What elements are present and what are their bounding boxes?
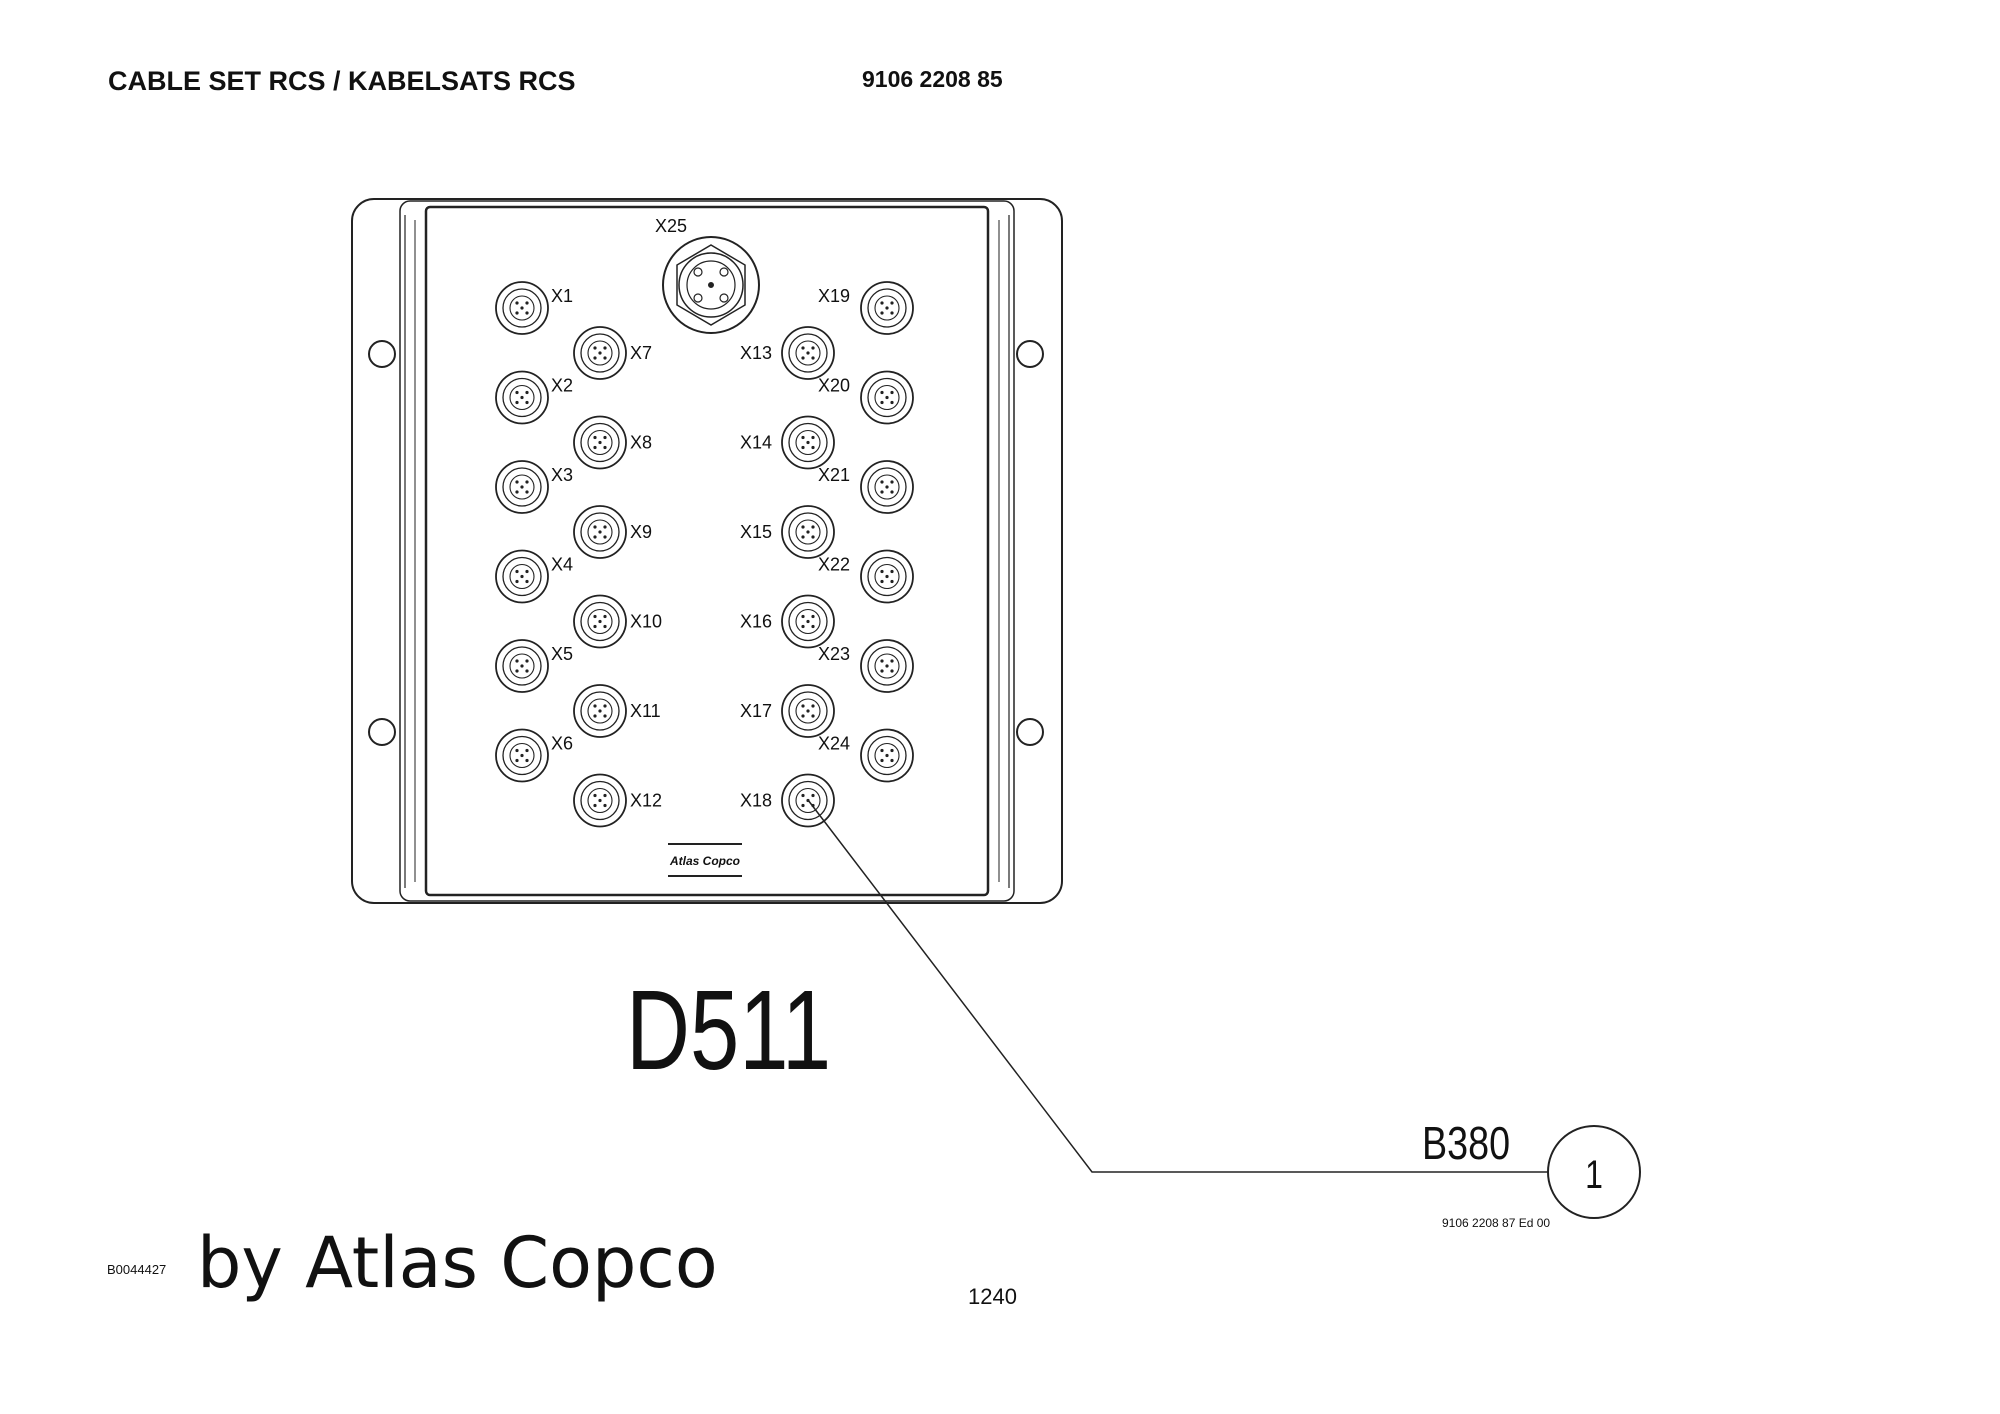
module-label: D511 xyxy=(626,966,831,1093)
connector-x9: X9 xyxy=(573,505,652,559)
page-number: 1240 xyxy=(968,1284,1017,1309)
connector-label-x16: X16 xyxy=(740,612,772,632)
connector-label-x3: X3 xyxy=(551,465,573,485)
connector-label-x1: X1 xyxy=(551,286,573,306)
mounting-hole xyxy=(368,718,396,746)
connector-x13: X13 xyxy=(740,326,835,380)
connector-label-x22: X22 xyxy=(818,555,850,575)
callout-label: B380 xyxy=(1422,1117,1510,1168)
connector-x25 xyxy=(662,236,760,334)
mounting-hole xyxy=(1016,340,1044,368)
part-number: 9106 2208 85 xyxy=(862,66,1003,92)
connector-x24: X24 xyxy=(818,728,914,783)
callout-reference: 9106 2208 87 Ed 00 xyxy=(1442,1216,1550,1230)
connector-grid: X1X2X3X4X5X6X7X8X9X10X11X12X13X14X15X16X… xyxy=(495,281,914,828)
by-line: by Atlas Copco xyxy=(197,1222,718,1304)
connector-label-x5: X5 xyxy=(551,644,573,664)
logo-text: Atlas Copco xyxy=(669,854,740,868)
mounting-hole xyxy=(1016,718,1044,746)
connector-label-x19: X19 xyxy=(818,286,850,306)
document-title: CABLE SET RCS / KABELSATS RCS xyxy=(108,66,576,96)
connector-x6: X6 xyxy=(495,728,573,783)
atlas-copco-logo: Atlas Copco xyxy=(668,843,742,877)
connector-label-x2: X2 xyxy=(551,376,573,396)
connector-label-x7: X7 xyxy=(630,343,652,363)
connector-label-x13: X13 xyxy=(740,343,772,363)
connector-label-x15: X15 xyxy=(740,522,772,542)
connector-label-x10: X10 xyxy=(630,612,662,632)
connector-x8: X8 xyxy=(573,415,652,470)
mounting-hole xyxy=(368,340,396,368)
connector-x15: X15 xyxy=(740,505,835,559)
connector-x3: X3 xyxy=(495,460,573,514)
connector-x12: X12 xyxy=(573,773,662,828)
connector-label-x14: X14 xyxy=(740,433,772,453)
connector-x23: X23 xyxy=(818,639,914,693)
connector-x14: X14 xyxy=(740,415,835,470)
connector-x21: X21 xyxy=(818,460,914,514)
connector-label-x18: X18 xyxy=(740,791,772,811)
connector-label-x12: X12 xyxy=(630,791,662,811)
connector-x22: X22 xyxy=(818,549,914,604)
connector-label-x20: X20 xyxy=(818,376,850,396)
connector-label-x24: X24 xyxy=(818,734,850,754)
leader-line xyxy=(807,799,1548,1173)
connector-label-x17: X17 xyxy=(740,701,772,721)
connector-label-x6: X6 xyxy=(551,734,573,754)
connector-label-x8: X8 xyxy=(630,433,652,453)
module-housing xyxy=(351,198,1063,904)
connector-label-x4: X4 xyxy=(551,555,573,575)
connector-x10: X10 xyxy=(573,594,662,649)
connector-label-x9: X9 xyxy=(630,522,652,542)
connector-x20: X20 xyxy=(818,370,914,425)
connector-x11: X11 xyxy=(573,684,661,738)
callout-circle xyxy=(1547,1125,1641,1219)
document-id: B0044427 xyxy=(107,1262,167,1277)
connector-label-x23: X23 xyxy=(818,644,850,664)
connector-x4: X4 xyxy=(495,549,573,604)
connector-x17: X17 xyxy=(740,684,835,738)
connector-label-x21: X21 xyxy=(818,465,850,485)
connector-x16: X16 xyxy=(740,594,835,649)
connector-label-x11: X11 xyxy=(630,701,661,721)
connector-label-x25: X25 xyxy=(655,216,687,236)
connector-x19: X19 xyxy=(818,281,914,335)
connector-x7: X7 xyxy=(573,326,652,380)
connector-x1: X1 xyxy=(495,281,573,335)
connector-x5: X5 xyxy=(495,639,573,693)
connector-x2: X2 xyxy=(495,370,573,425)
connector-x18: X18 xyxy=(740,773,835,828)
callout-number: 1 xyxy=(1585,1152,1603,1197)
